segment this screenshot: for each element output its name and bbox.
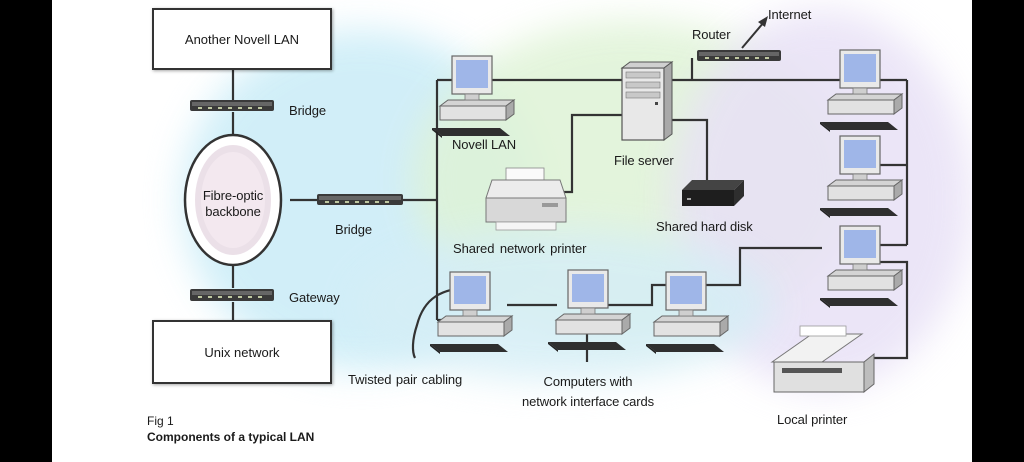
internet-label: Internet: [768, 7, 812, 22]
fibre-optic-label: Fibre-optic backbone: [193, 188, 273, 220]
computers-line1: Computers with: [543, 374, 633, 389]
bridge-top-label: Bridge: [289, 103, 326, 118]
bridge-middle-label: Bridge: [335, 222, 372, 237]
cable-segment: [662, 118, 709, 180]
diagram-canvas: Another Novell LAN Unix network Fibre-op…: [52, 0, 972, 462]
local-printer-label: Local printer: [777, 412, 848, 427]
figure-title: Components of a typical LAN: [147, 430, 315, 444]
another-novell-lan-label: Another Novell LAN: [184, 31, 300, 47]
cable-segment: [702, 246, 822, 287]
figure-number: Fig 1: [147, 414, 174, 428]
fibre-optic-line1: Fibre-optic: [202, 188, 264, 203]
gateway-label: Gateway: [289, 290, 340, 305]
novell-lan-label: Novell LAN: [452, 137, 517, 152]
unix-network-box: Unix network: [152, 320, 332, 384]
internet-arrow: [741, 16, 768, 49]
unix-network-label: Unix network: [204, 344, 280, 360]
shared-hard-disk-label: Shared hard disk: [656, 219, 753, 234]
computers-line2: network interface cards: [521, 394, 655, 409]
figure-caption: Fig 1 Components of a typical LAN: [147, 414, 314, 444]
fibre-optic-line2: backbone: [205, 204, 261, 219]
router-label: Router: [692, 27, 731, 42]
file-server-label: File server: [614, 153, 674, 168]
another-novell-lan-box: Another Novell LAN: [152, 8, 332, 70]
cable-segment: [557, 113, 622, 194]
shared-network-printer-label: Shared network printer: [453, 241, 587, 256]
cable-segment: [592, 283, 702, 307]
twisted-pair-cable: [411, 286, 471, 359]
computers-with-nic-label: Computers with network interface cards: [488, 372, 688, 412]
cable-segment: [852, 260, 909, 360]
twisted-pair-cabling-label: Twisted pair cabling: [348, 372, 463, 387]
